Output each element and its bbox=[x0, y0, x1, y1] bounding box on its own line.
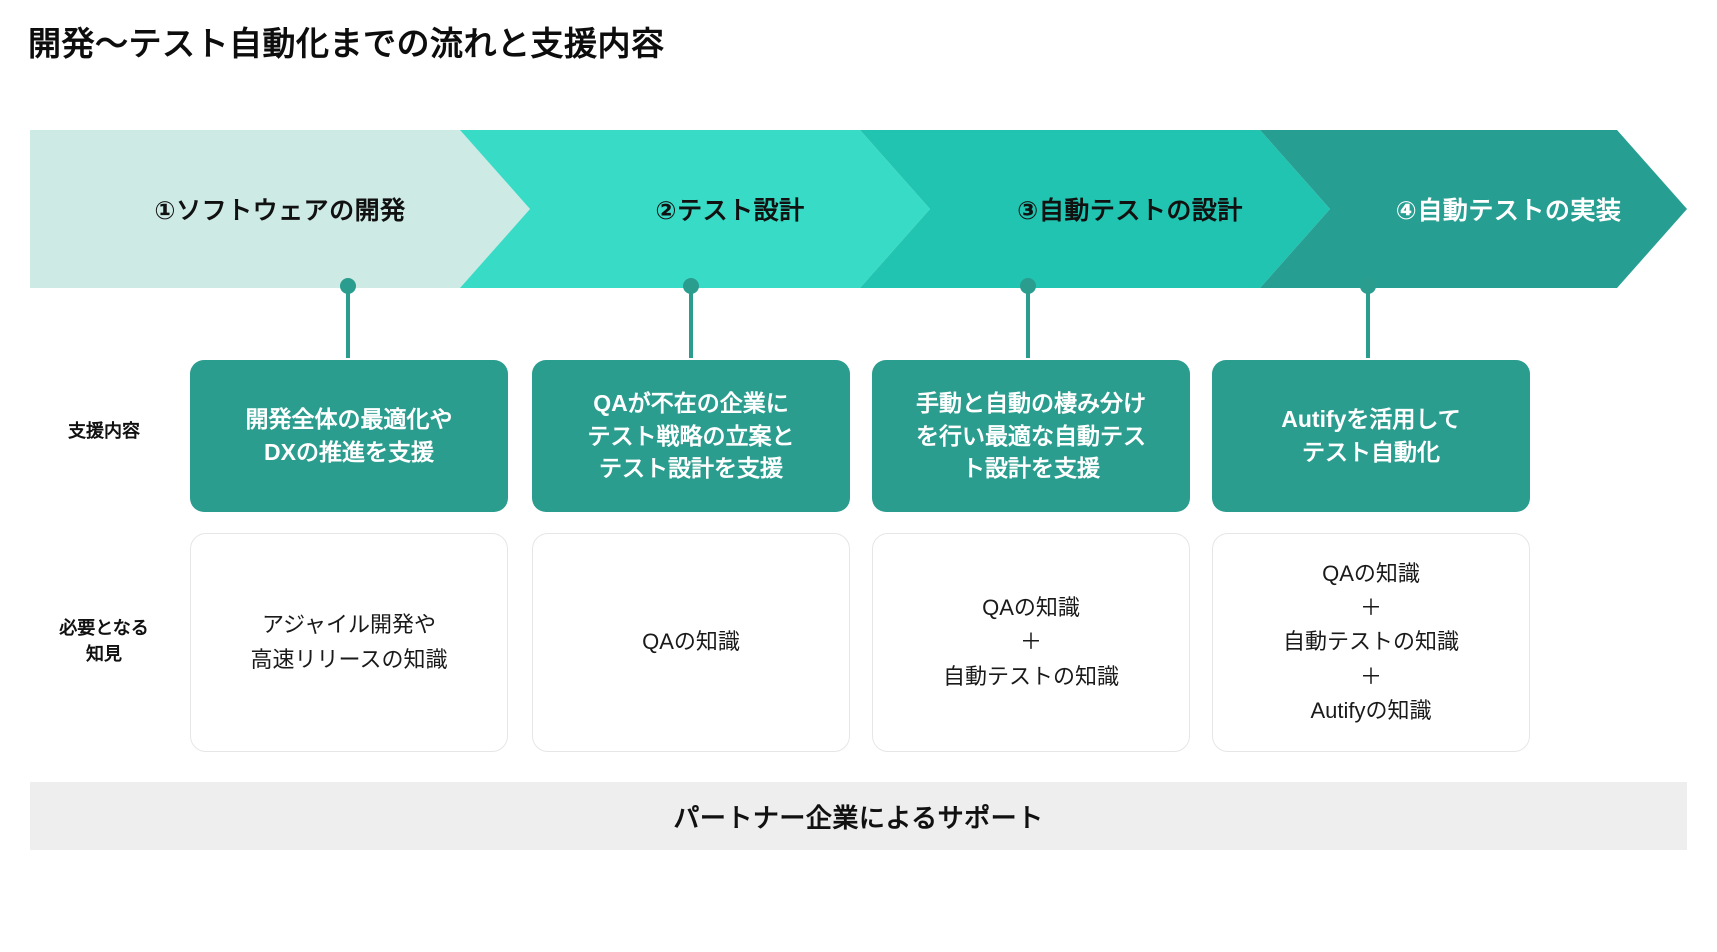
knowledge-card-3[interactable]: QAの知識 ＋ 自動テストの知識 bbox=[872, 533, 1190, 752]
connector-line-4 bbox=[1366, 286, 1370, 358]
connector-line-3 bbox=[1026, 286, 1030, 358]
connector-stage-4 bbox=[1358, 278, 1378, 358]
chevron-stage-1[interactable] bbox=[30, 130, 530, 288]
connector-line-1 bbox=[346, 286, 350, 358]
connector-stage-1 bbox=[338, 278, 358, 358]
support-card-1[interactable]: 開発全体の最適化や DXの推進を支援 bbox=[190, 360, 508, 512]
connector-dot-1 bbox=[340, 278, 356, 294]
process-chevron-band: ①ソフトウェアの開発 ②テスト設計 ③自動テストの設計 ④自動テストの実装 bbox=[30, 130, 1687, 288]
knowledge-card-1[interactable]: アジャイル開発や 高速リリースの知識 bbox=[190, 533, 508, 752]
connector-stage-3 bbox=[1018, 278, 1038, 358]
knowledge-card-4[interactable]: QAの知識 ＋ 自動テストの知識 ＋ Autifyの知識 bbox=[1212, 533, 1530, 752]
footer-support-bar: パートナー企業によるサポート bbox=[30, 782, 1687, 850]
chevron-stage-2[interactable] bbox=[460, 130, 930, 288]
connector-dot-2 bbox=[683, 278, 699, 294]
connector-dot-4 bbox=[1360, 278, 1376, 294]
knowledge-card-2[interactable]: QAの知識 bbox=[532, 533, 850, 752]
support-card-4[interactable]: Autifyを活用して テスト自動化 bbox=[1212, 360, 1530, 512]
page-title: 開発〜テスト自動化までの流れと支援内容 bbox=[28, 25, 665, 62]
support-card-3[interactable]: 手動と自動の棲み分け を行い最適な自動テス ト設計を支援 bbox=[872, 360, 1190, 512]
chevron-stage-4[interactable] bbox=[1260, 130, 1687, 288]
support-card-2[interactable]: QAが不在の企業に テスト戦略の立案と テスト設計を支援 bbox=[532, 360, 850, 512]
chevron-stage-3[interactable] bbox=[860, 130, 1330, 288]
row-label-support: 支援内容 bbox=[68, 421, 140, 441]
connector-stage-2 bbox=[681, 278, 701, 358]
connector-dot-3 bbox=[1020, 278, 1036, 294]
connector-line-2 bbox=[689, 286, 693, 358]
row-label-knowledge: 必要となる 知見 bbox=[59, 618, 149, 665]
